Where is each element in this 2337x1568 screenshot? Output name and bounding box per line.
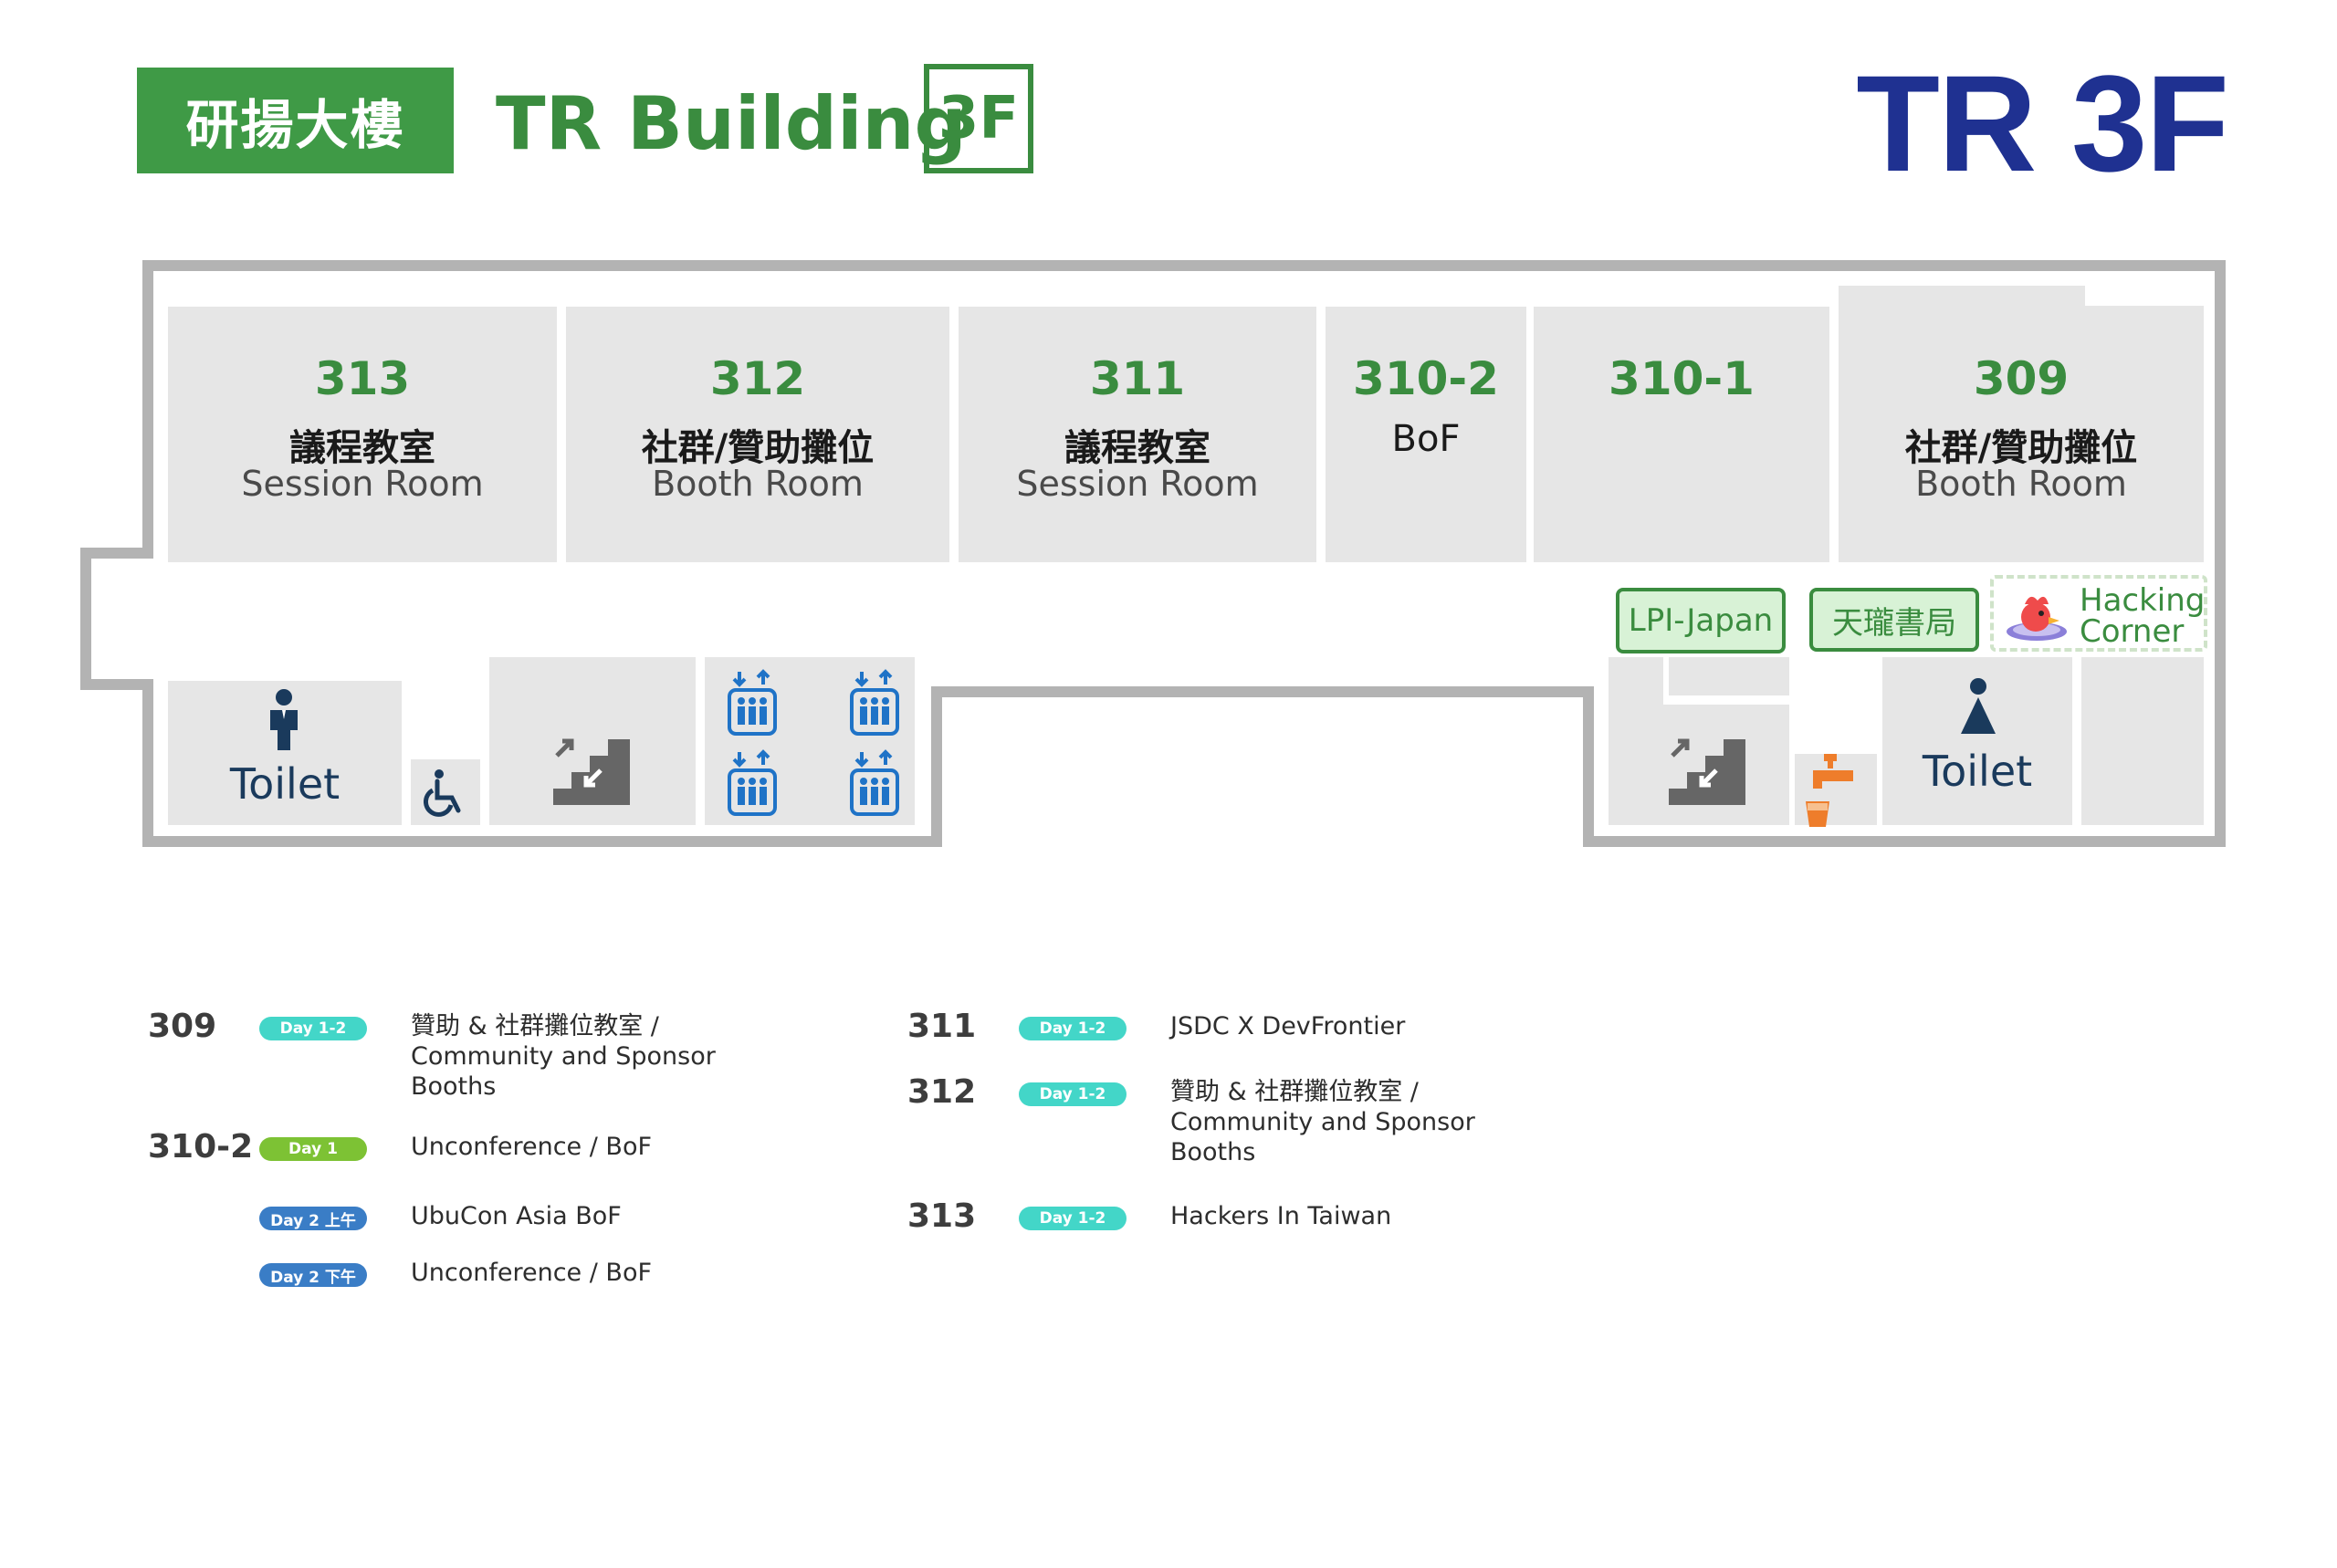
room-311-name-en: Session Room: [1016, 464, 1259, 504]
booth-lpi-japan[interactable]: LPI-Japan: [1616, 588, 1786, 653]
accessible-area[interactable]: [411, 759, 480, 825]
hacking-corner[interactable]: Hacking Corner: [1990, 575, 2207, 652]
floor-badge: 3F: [924, 64, 1033, 173]
room-313-number: 313: [314, 352, 411, 405]
legend-desc-311: JSDC X DevFrontier: [1170, 1012, 1406, 1040]
toilet-left[interactable]: Toilet: [168, 681, 402, 825]
room-312-name-zh: 社群/贊助攤位: [641, 427, 875, 469]
wall-left-notch-bottom: [80, 679, 153, 690]
room-310-2-name: BoF: [1391, 418, 1461, 460]
wall-left-notch-side: [80, 548, 91, 690]
elevator-icon: [850, 749, 899, 816]
legend-badge-310-2-day1: Day 1: [259, 1137, 367, 1161]
legend-desc-312-line2: Community and Sponsor: [1170, 1108, 1475, 1136]
stairs-right[interactable]: [1609, 657, 1789, 825]
legend-room-311: 311: [907, 1008, 977, 1045]
hacking-corner-label-1: Hacking: [2080, 582, 2206, 619]
wall-left-lower: [142, 679, 153, 847]
wall-top: [142, 260, 2226, 271]
mascot-icon: [2007, 596, 2067, 641]
legend-desc-312-line3: Booths: [1170, 1138, 1256, 1166]
utility-room[interactable]: [2081, 657, 2204, 825]
stairs-icon: [553, 738, 630, 805]
building-name-en: TR Building: [496, 80, 967, 166]
legend-room-310-2: 310-2: [148, 1128, 254, 1166]
booth-bookstore[interactable]: 天瓏書局: [1809, 588, 1979, 652]
elevator-icon: [728, 749, 777, 816]
room-312-name-en: Booth Room: [652, 464, 864, 504]
room-311-number: 311: [1089, 352, 1186, 405]
room-309-number: 309: [1973, 352, 2070, 405]
elevator-icon: [850, 669, 899, 736]
wall-bottom-left: [142, 836, 942, 847]
elevator-lobby[interactable]: [705, 657, 915, 825]
room-309-name-en: Booth Room: [1915, 464, 2127, 504]
room-309[interactable]: 309 社群/贊助攤位 Booth Room: [1839, 286, 2204, 562]
stairs-left[interactable]: [489, 657, 696, 825]
legend-desc-309-line3: Booths: [411, 1072, 497, 1101]
male-toilet-icon: [270, 689, 298, 750]
water-fountain-icon: [1806, 754, 1853, 827]
room-311[interactable]: 311 議程教室 Session Room: [959, 307, 1316, 562]
legend-badge-310-2-day2-am: Day 2 上午: [259, 1207, 367, 1230]
wall-left-upper: [142, 260, 153, 558]
wall-inner-mid: [931, 686, 1594, 697]
wall-left-notch-top: [80, 548, 153, 559]
toilet-left-label: Toilet: [229, 759, 341, 809]
room-310-2-number: 310-2: [1353, 352, 1499, 405]
female-toilet-icon: [1961, 678, 1996, 734]
legend-room-312: 312: [907, 1073, 977, 1111]
legend-desc-309-line2: Community and Sponsor: [411, 1042, 716, 1071]
room-309-name-zh: 社群/贊助攤位: [1904, 427, 2138, 469]
legend-badge-309: Day 1-2: [259, 1017, 367, 1040]
wall-inner-right-up: [1583, 686, 1594, 847]
legend: 309 Day 1-2 贊助 & 社群攤位教室 / Community and …: [0, 986, 2337, 1314]
legend-desc-310-2-day2-pm: Unconference / BoF: [411, 1259, 652, 1287]
legend-badge-313: Day 1-2: [1019, 1207, 1127, 1230]
legend-desc-312-line1: 贊助 & 社群攤位教室 /: [1170, 1078, 1419, 1106]
legend-room-309: 309: [148, 1008, 217, 1045]
room-313-name-en: Session Room: [241, 464, 484, 504]
room-310-1-number: 310-1: [1609, 352, 1755, 405]
wall-bottom-right: [1583, 836, 2226, 847]
legend-desc-309: 贊助 & 社群攤位教室 / Community and Sponsor Boot…: [411, 1011, 716, 1102]
toilet-right[interactable]: Toilet: [1882, 657, 2072, 825]
elevator-icon: [728, 669, 777, 736]
legend-desc-309-line1: 贊助 & 社群攤位教室 /: [411, 1012, 659, 1040]
legend-desc-313: Hackers In Taiwan: [1170, 1202, 1392, 1230]
legend-desc-310-2-day2-am: UbuCon Asia BoF: [411, 1202, 622, 1230]
wall-inner-left-up: [931, 686, 942, 847]
floor-plan: 313 議程教室 Session Room 312 社群/贊助攤位 Booth …: [80, 260, 2226, 847]
room-313[interactable]: 313 議程教室 Session Room: [168, 307, 557, 562]
storage-strip: [1669, 657, 1789, 695]
water-station[interactable]: [1795, 754, 1877, 827]
stairs-icon: [1669, 738, 1745, 805]
legend-badge-312: Day 1-2: [1019, 1082, 1127, 1106]
page-title: TR 3F: [1856, 46, 2229, 200]
wall-right: [2215, 260, 2226, 847]
room-312-number: 312: [709, 352, 806, 405]
room-310-2[interactable]: 310-2 BoF: [1326, 307, 1526, 562]
legend-badge-311: Day 1-2: [1019, 1017, 1127, 1040]
building-name-zh-tag: 研揚大樓: [137, 68, 454, 173]
wheelchair-icon: [424, 769, 461, 817]
room-311-name-zh: 議程教室: [1064, 427, 1210, 469]
room-312[interactable]: 312 社群/贊助攤位 Booth Room: [566, 307, 949, 562]
hacking-corner-label-2: Corner: [2080, 613, 2185, 650]
legend-desc-310-2-day1: Unconference / BoF: [411, 1133, 652, 1161]
legend-badge-310-2-day2-pm: Day 2 下午: [259, 1263, 367, 1287]
room-309-corner-cut: [2085, 286, 2204, 306]
toilet-right-label: Toilet: [1922, 747, 2033, 796]
legend-room-313: 313: [907, 1197, 977, 1235]
room-313-name-zh: 議程教室: [289, 427, 435, 469]
room-310-1[interactable]: 310-1: [1534, 307, 1829, 562]
legend-desc-312: 贊助 & 社群攤位教室 / Community and Sponsor Boot…: [1170, 1077, 1475, 1167]
